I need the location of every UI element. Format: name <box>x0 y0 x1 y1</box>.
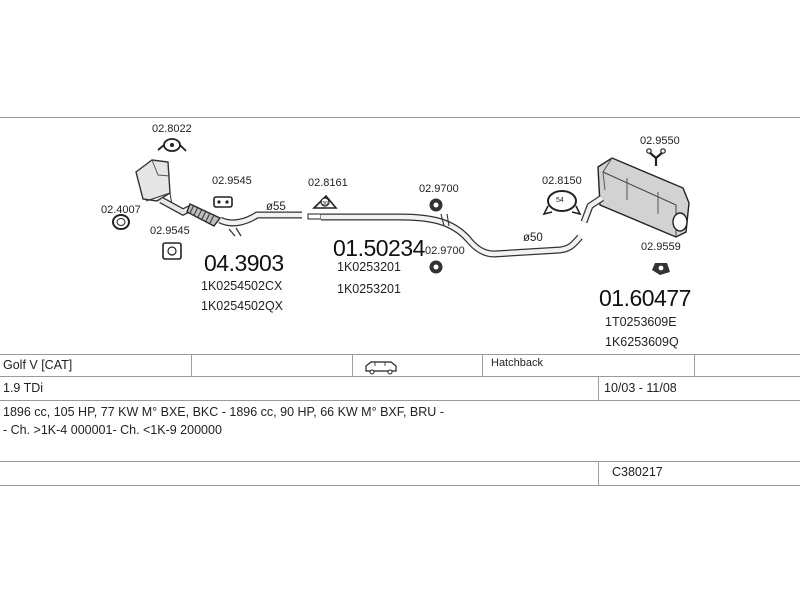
gasket-24007-icon <box>112 214 130 230</box>
vehicle-period: 10/03 - 11/08 <box>604 381 677 395</box>
row-rule-4 <box>0 485 800 486</box>
rear-silencer-oe-1: 1T0253609E <box>605 315 677 329</box>
front-pipe-diameter: ø55 <box>266 201 286 213</box>
gasket-29545-icon <box>213 196 233 208</box>
mount-29700-lower-icon <box>429 260 443 274</box>
clamp-28150-size: 54 <box>556 197 564 204</box>
rear-silencer-icon <box>580 157 690 238</box>
row-rule-3 <box>0 461 800 462</box>
part-label-29545: 02.9545 <box>212 175 252 187</box>
part-label-29700: 02.9700 <box>419 183 459 195</box>
vehicle-model: Golf V [CAT] <box>3 358 73 372</box>
part-label-29559: 02.9559 <box>641 241 681 253</box>
svg-text:30: 30 <box>322 201 328 207</box>
front-pipe-icon <box>135 159 302 237</box>
vehicle-chassis: - Ch. >1K-4 000001- Ch. <1K-9 200000 <box>3 423 222 437</box>
car-body-icon <box>365 361 397 375</box>
catalogue-code: C380217 <box>612 465 663 479</box>
mid-pipe-diameter: ø50 <box>523 232 543 244</box>
clamp-28150-icon <box>542 190 582 216</box>
front-pipe-oe-2: 1K0254502QX <box>201 299 284 313</box>
part-label-29550: 02.9550 <box>640 135 680 147</box>
part-label-28150: 02.8150 <box>542 175 582 187</box>
vehicle-engine: 1.9 TDi <box>3 381 44 395</box>
vehicle-engine-details: 1896 cc, 105 HP, 77 KW M° BXE, BKC - 189… <box>3 405 444 419</box>
part-label-28161: 02.8161 <box>308 177 348 189</box>
part-label-24007: 02.4007 <box>101 204 141 216</box>
gasket-29545-lower-icon <box>162 242 182 260</box>
row-rule-2 <box>0 400 800 401</box>
mid-pipe-oe-2: 1K0253201 <box>337 282 401 296</box>
cell-divider <box>598 462 599 485</box>
cell-divider <box>482 355 483 376</box>
hanger-29550-icon <box>646 148 666 166</box>
cell-divider <box>694 355 695 376</box>
part-label-2802: 02.8022 <box>152 123 192 135</box>
cell-divider <box>598 377 599 400</box>
mount-28161-icon: 30 <box>312 194 338 209</box>
vehicle-body-type: Hatchback <box>491 357 543 369</box>
row-rule-1 <box>0 376 800 377</box>
part-label-29545-lower: 02.9545 <box>150 225 190 237</box>
rear-silencer-oe-2: 1K6253609Q <box>605 335 679 349</box>
front-pipe-number: 04.3903 <box>204 250 284 276</box>
mount-29700-icon <box>429 198 443 212</box>
top-rule <box>0 117 800 118</box>
part-label-29700-lower: 02.9700 <box>425 245 465 257</box>
cell-divider <box>191 355 192 376</box>
mid-pipe-oe-1: 1K0253201 <box>337 260 401 274</box>
diagram-bottom-rule <box>0 354 800 355</box>
cell-divider <box>352 355 353 376</box>
mid-pipe-icon <box>307 213 583 258</box>
front-pipe-oe-1: 1K0254502CX <box>201 279 283 293</box>
hanger-29559-icon <box>652 263 670 275</box>
mid-pipe-number: 01.50234 <box>333 235 425 261</box>
rear-silencer-number: 01.60477 <box>599 285 691 311</box>
clamp-2802-icon <box>157 138 187 152</box>
